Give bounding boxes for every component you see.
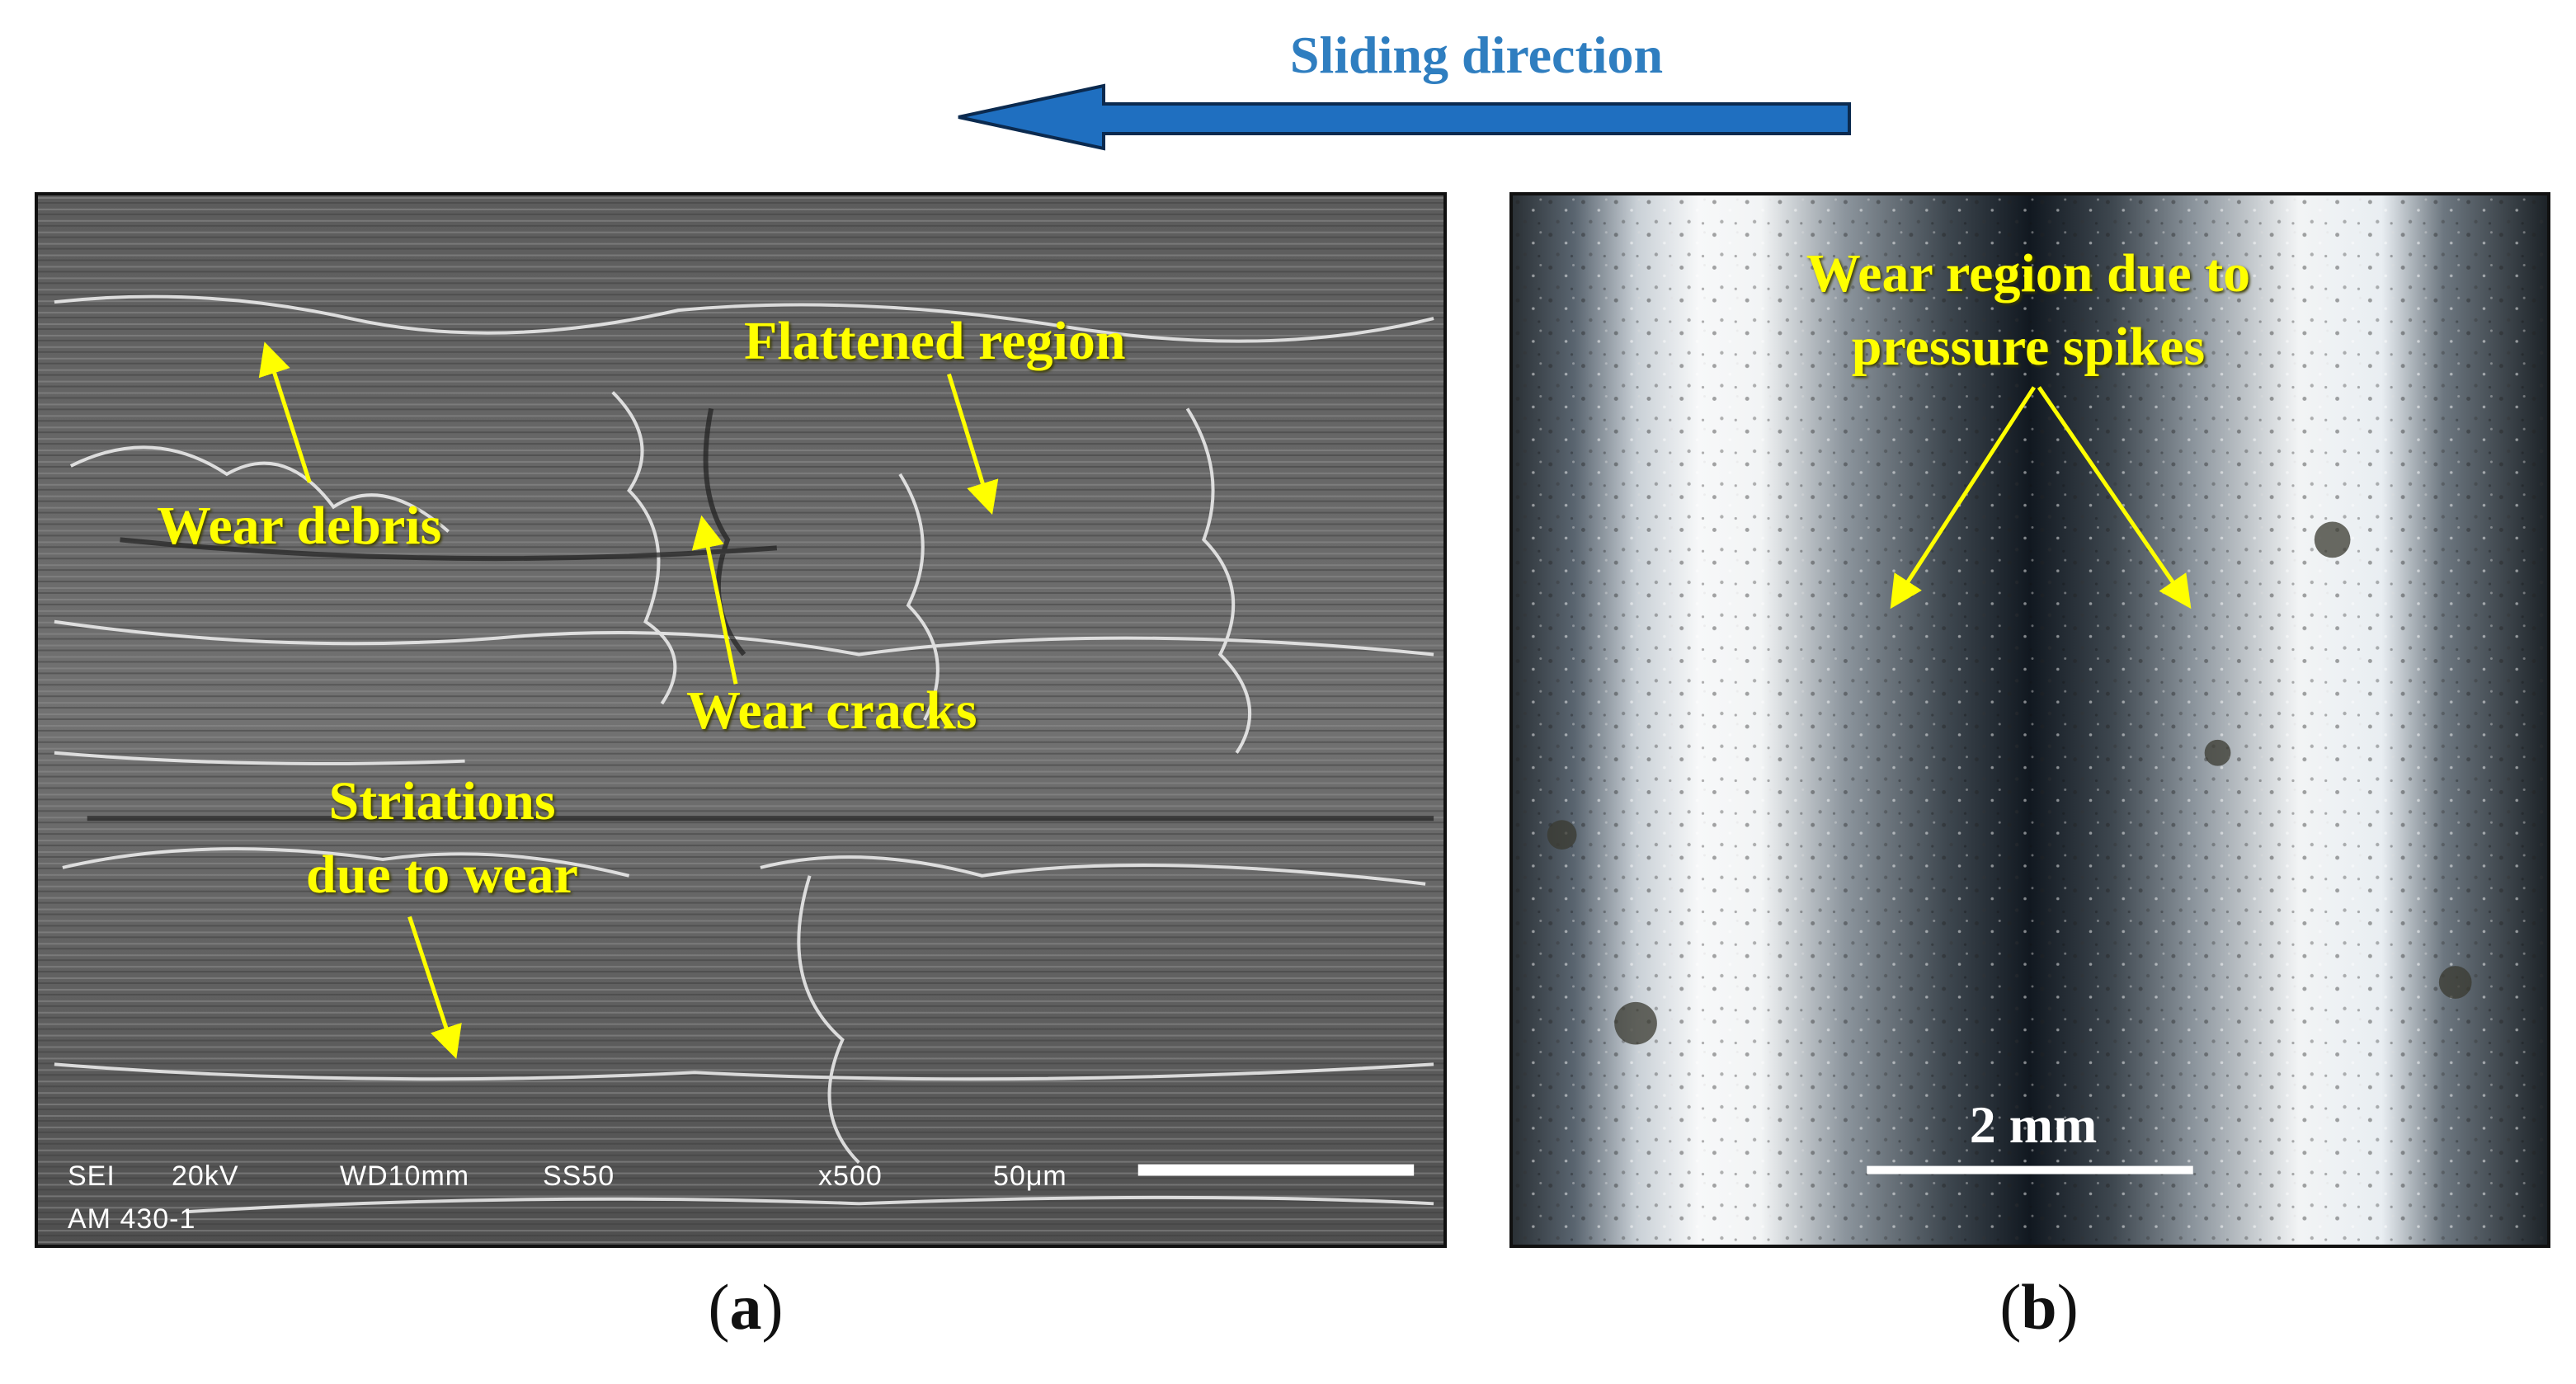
label-wear-debris: Wear debris <box>157 496 442 556</box>
sliding-direction-arrow <box>958 83 1851 151</box>
caption-a: (a) <box>708 1271 784 1343</box>
label-striations-line1: Striations <box>328 771 556 831</box>
label-striations-line2: due to wear <box>306 845 578 906</box>
sem-scale-label: 50μm <box>993 1160 1067 1192</box>
label-flattened-region: Flattened region <box>744 311 1126 371</box>
sem-working-distance: WD10mm <box>340 1160 470 1192</box>
label-wear-region-line2: pressure spikes <box>1851 317 2206 378</box>
label-wear-region: Wear region due to pressure spikes <box>1727 237 2329 384</box>
sem-micrograph-panel: SEI 20kV WD10mm SS50 x500 50μm AM 430-1 … <box>35 192 1447 1248</box>
sem-mode: SEI <box>68 1160 115 1192</box>
caption-b-letter: b <box>2021 1271 2057 1343</box>
sem-sample-id: AM 430-1 <box>68 1203 196 1235</box>
optical-micrograph-panel: Wear region due to pressure spikes 2 mm <box>1509 192 2550 1248</box>
sem-voltage: 20kV <box>172 1160 239 1192</box>
optical-surface-image <box>1513 195 2547 1245</box>
optical-scale-bar <box>1867 1165 2193 1175</box>
optical-scale-label: 2 mm <box>1969 1095 2098 1154</box>
label-wear-cracks: Wear cracks <box>686 680 977 741</box>
label-striations: Striations due to wear <box>252 765 632 911</box>
sliding-direction-label: Sliding direction <box>1289 26 1664 84</box>
caption-b: (b) <box>1999 1271 2079 1343</box>
sem-scale-bar <box>1137 1164 1415 1176</box>
caption-a-letter: a <box>729 1271 762 1343</box>
label-wear-region-line1: Wear region due to <box>1806 243 2251 304</box>
sem-ss: SS50 <box>543 1160 615 1192</box>
sem-magnification: x500 <box>818 1160 883 1192</box>
